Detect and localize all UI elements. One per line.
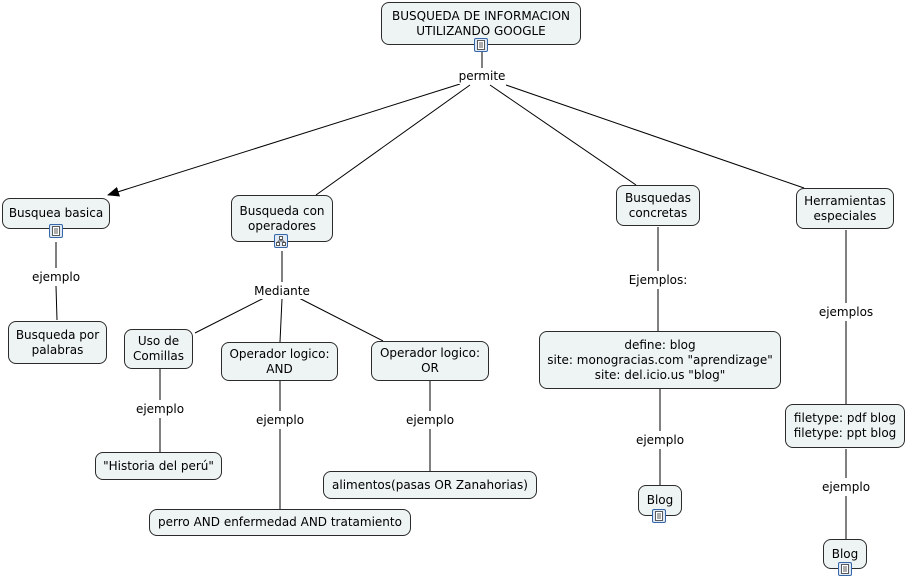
concept-node-busqueda-por-palabras[interactable]: Busqueda por palabras: [8, 321, 107, 364]
concept-node-define-blog-examples[interactable]: define: blog site: monogracias.com "apre…: [539, 331, 781, 389]
concept-node-historia-del-peru[interactable]: "Historia del perú": [95, 452, 222, 480]
link-label-ejemplo: ejemplo: [404, 412, 456, 428]
link-label-mediante: Mediante: [253, 283, 311, 299]
link-label-permite: permite: [457, 68, 507, 84]
link-label-ejemplos: Ejemplos:: [627, 272, 689, 288]
concept-node-herramientas-especiales[interactable]: Herramientas especiales: [796, 188, 894, 229]
concept-node-blog[interactable]: Blog: [823, 539, 867, 569]
document-icon[interactable]: [49, 224, 63, 238]
concept-node-operador-or[interactable]: Operador logico: OR: [371, 341, 489, 381]
link-label-ejemplo: ejemplo: [820, 479, 872, 495]
link-label-ejemplo: ejemplo: [30, 269, 82, 285]
concept-node-filetype-examples[interactable]: filetype: pdf blog filetype: ppt blog: [785, 404, 905, 448]
concept-node-perro-and-enfermedad[interactable]: perro AND enfermedad AND tratamiento: [149, 509, 411, 536]
concept-node-operador-and[interactable]: Operador logico: AND: [221, 342, 338, 381]
link-label-ejemplo: ejemplo: [254, 412, 306, 428]
concept-node-alimentos-pasas-or-zanahorias[interactable]: alimentos(pasas OR Zanahorias): [323, 471, 537, 499]
document-icon[interactable]: [474, 38, 488, 52]
concept-node-busqueda-basica[interactable]: Busquea basica: [2, 198, 110, 229]
link-label-ejemplo: ejemplo: [634, 432, 686, 448]
link-label-ejemplos: ejemplos: [817, 304, 875, 320]
document-icon[interactable]: [838, 562, 852, 576]
link-label-ejemplo: ejemplo: [134, 401, 186, 417]
submap-icon[interactable]: [274, 234, 288, 248]
document-icon[interactable]: [652, 509, 666, 523]
concept-node-busquedas-concretas[interactable]: Busquedas concretas: [616, 185, 700, 226]
concept-node-uso-de-comillas[interactable]: Uso de Comillas: [124, 329, 193, 369]
